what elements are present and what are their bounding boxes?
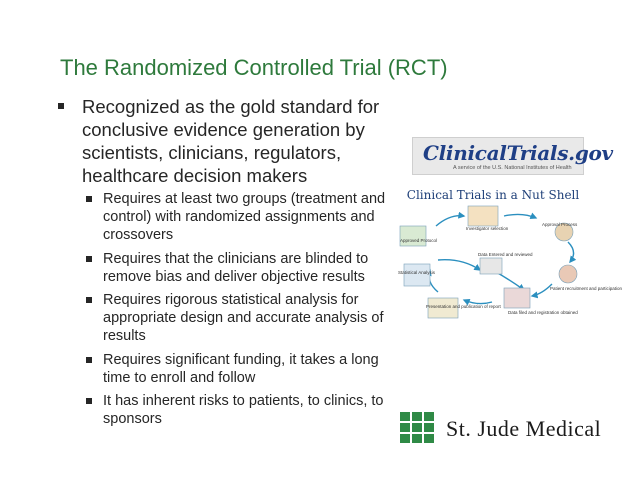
st-jude-medical-logo: St. Jude Medical — [400, 410, 602, 446]
step-data-entered: Data Entered and reviewed — [478, 252, 533, 257]
sub-bullet-text: Requires that the clinicians are blinded… — [103, 250, 369, 285]
clinicaltrials-logo-tagline: A service of the U.S. National Institute… — [453, 165, 572, 171]
step-data-filed: Data filed and registration obtained — [508, 310, 578, 315]
nutshell-diagram: Clinical Trials in a Nut Shell Approved … — [392, 186, 622, 330]
investigator-icon — [467, 205, 499, 227]
sub-bullet: Requires that the clinicians are blinded… — [86, 250, 396, 286]
sub-bullet-text: Requires significant funding, it takes a… — [103, 351, 379, 386]
square-bullet-icon — [86, 297, 92, 303]
step-patient-recruitment: Patient recruitment and participation — [550, 286, 623, 291]
nutshell-title: Clinical Trials in a Nut Shell — [406, 188, 580, 202]
approval-icon — [554, 222, 574, 242]
step-statistical-analysis: Statistical Analysis — [398, 270, 436, 275]
slide-title: The Randomized Controlled Trial (RCT) — [60, 55, 448, 80]
step-presentation: Presentation and publication of report — [426, 304, 501, 309]
sub-bullet: Requires significant funding, it takes a… — [86, 351, 396, 387]
step-approved-protocol: Approved Protocol — [400, 238, 438, 243]
nutshell-flow-graphic — [399, 205, 578, 319]
step-approval-process: Approval Process — [542, 222, 578, 227]
square-bullet-icon — [86, 255, 92, 262]
step-icons — [399, 205, 578, 319]
clinicaltrials-logo-name: ClinicalTrials.gov — [423, 141, 613, 165]
sub-bullet: Requires rigorous statistical analysis f… — [86, 291, 396, 345]
sub-bullet: Requires at least two groups (treatment … — [86, 190, 396, 244]
square-bullet-icon — [58, 103, 64, 109]
st-jude-grid-mark-icon — [400, 412, 434, 443]
sub-bullet-text: Requires at least two groups (treatment … — [103, 191, 386, 243]
sub-bullet-text: It has inherent risks to patients, to cl… — [103, 393, 384, 427]
sub-bullet-list: Requires at least two groups (treatment … — [86, 190, 396, 434]
square-bullet-icon — [86, 356, 92, 363]
st-jude-medical-name: St. Jude Medical — [446, 416, 602, 441]
approved-protocol-icon — [399, 225, 427, 247]
sub-bullet: It has inherent risks to patients, to cl… — [86, 392, 396, 428]
square-bullet-icon — [86, 196, 92, 202]
filing-icon — [503, 287, 531, 309]
data-entry-icon — [479, 257, 503, 275]
main-bullet: Recognized as the gold standard for conc… — [58, 95, 398, 187]
main-bullet-text: Recognized as the gold standard for conc… — [82, 96, 380, 186]
square-bullet-icon — [86, 398, 92, 404]
presentation-icon — [427, 297, 459, 319]
patient-icon — [558, 264, 578, 284]
clinicaltrials-logo: ClinicalTrials.gov A service of the U.S.… — [412, 137, 613, 175]
sub-bullet-text: Requires rigorous statistical analysis f… — [103, 292, 384, 344]
statistics-icon — [403, 263, 431, 287]
step-investigator-selection: Investigator selection — [466, 226, 509, 231]
